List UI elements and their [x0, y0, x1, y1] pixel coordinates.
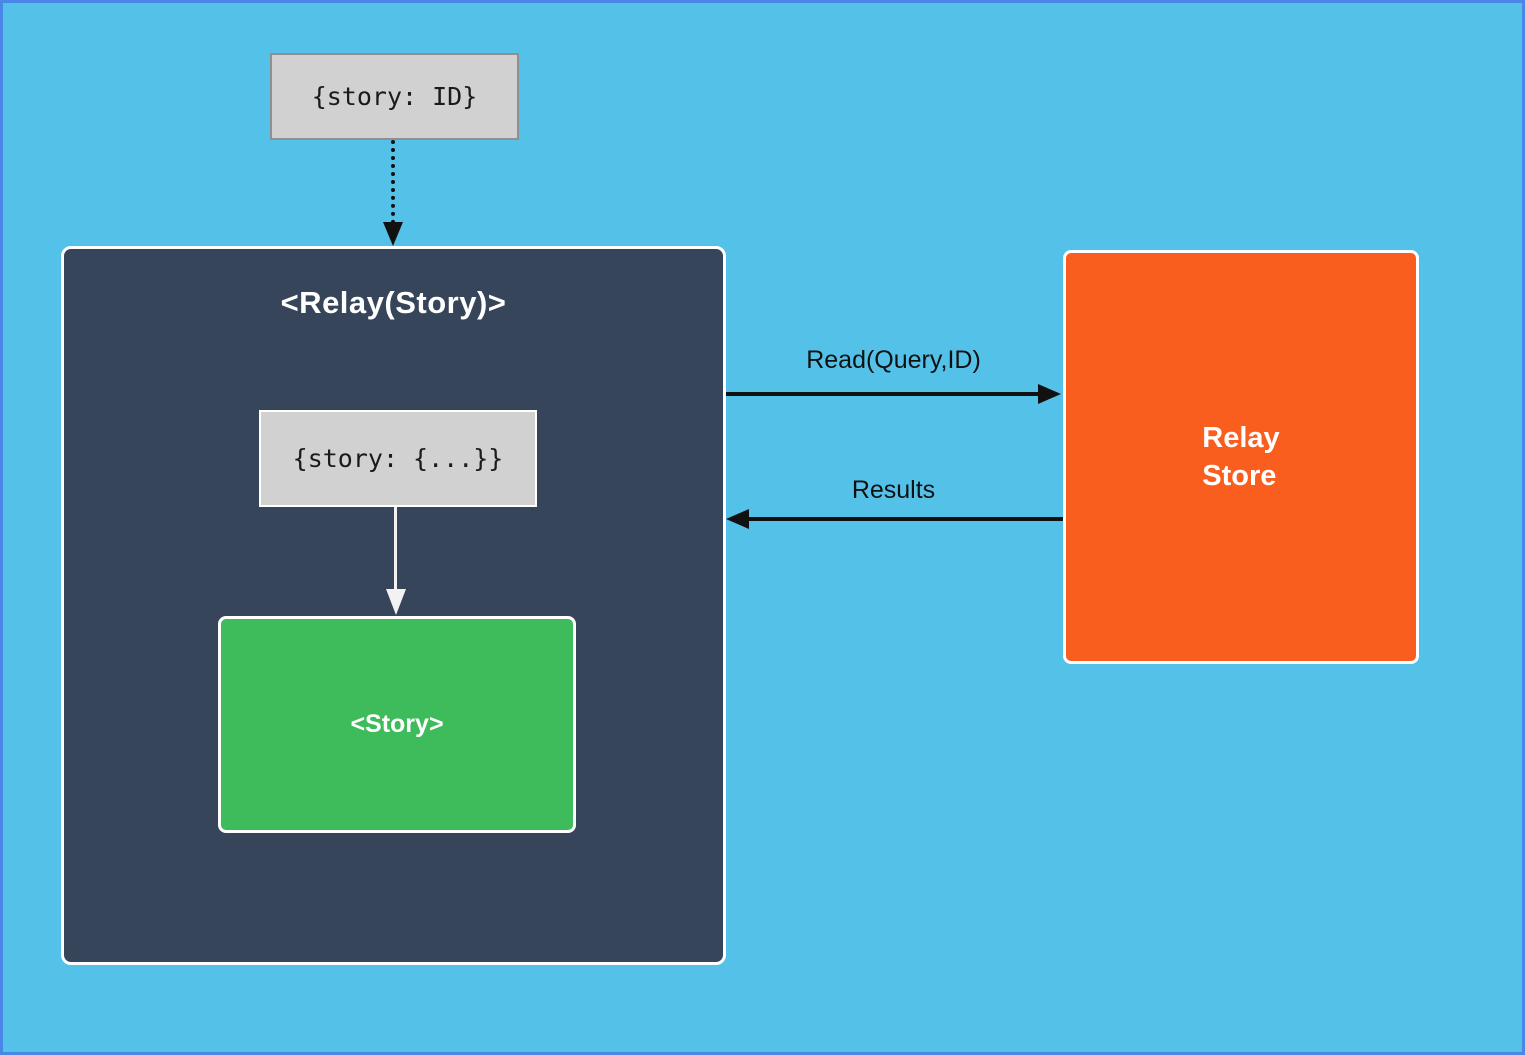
read-arrowhead-icon	[1038, 384, 1061, 404]
results-arrowhead-icon	[726, 509, 749, 529]
props-resolved-box: {story: {...}}	[259, 410, 537, 507]
read-arrow-line	[726, 392, 1040, 396]
results-arrow-line	[749, 517, 1063, 521]
relay-store-label: Relay Store	[1202, 419, 1279, 495]
relay-container-title: <Relay(Story)>	[280, 285, 507, 320]
relay-store-label-line2: Store	[1202, 460, 1277, 492]
props-resolved-text: {story: {...}}	[292, 444, 504, 473]
relay-container-box: <Relay(Story)> {story: {...}} <Story>	[61, 246, 726, 965]
props-flow-arrowhead-icon	[383, 222, 403, 246]
render-flow-arrowhead-icon	[386, 589, 406, 615]
results-edge-label: Results	[851, 476, 936, 504]
story-label: <Story>	[350, 710, 444, 738]
render-flow-arrow-line	[394, 507, 397, 591]
story-box: <Story>	[218, 616, 576, 833]
read-edge-label: Read(Query,ID)	[806, 346, 981, 374]
relay-store-box: Relay Store	[1063, 250, 1419, 664]
relay-store-label-line1: Relay	[1202, 422, 1280, 454]
props-input-box: {story: ID}	[270, 53, 519, 140]
props-input-text: {story: ID}	[311, 82, 478, 111]
props-flow-arrow-line	[391, 140, 395, 224]
